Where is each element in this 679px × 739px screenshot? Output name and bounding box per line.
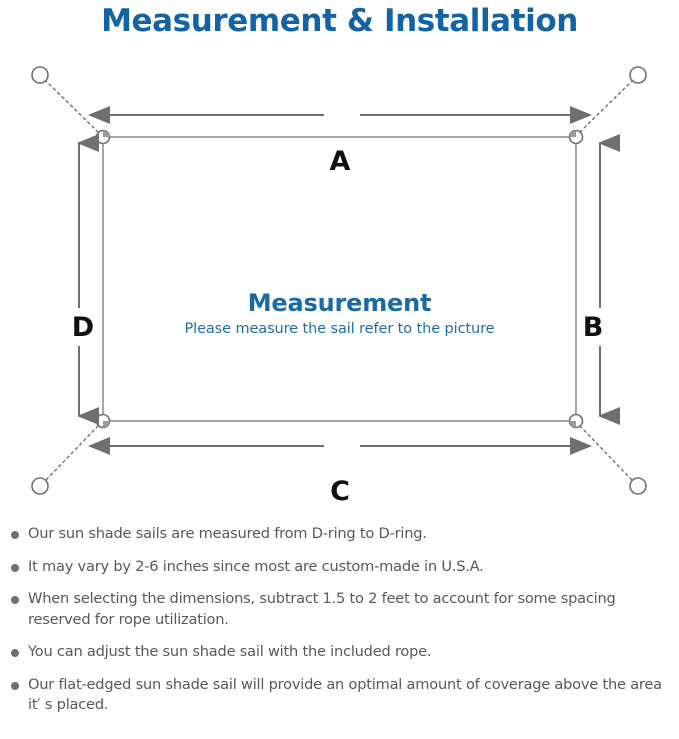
page-title: Measurement & Installation (101, 3, 578, 39)
d-ring-lobe-bottom-right (569, 421, 576, 428)
rope-line-top-right (579, 80, 633, 133)
list-item: When selecting the dimensions, subtract … (0, 589, 679, 630)
rope-line-bottom-left (45, 425, 99, 481)
list-item: Our flat-edged sun shade sail will provi… (0, 675, 679, 716)
bullet-icon (11, 649, 19, 657)
d-ring-lobe-bottom-left (103, 421, 110, 428)
note-text: When selecting the dimensions, subtract … (28, 590, 616, 628)
anchor-point-bottom-right (629, 477, 647, 495)
list-item: It may vary by 2-6 inches since most are… (0, 557, 679, 578)
bullet-icon (11, 596, 19, 604)
note-text: Our sun shade sails are measured from D-… (28, 525, 427, 542)
d-ring-lobe-top-left (103, 130, 110, 137)
anchor-point-bottom-left (31, 477, 49, 495)
note-text: It may vary by 2-6 inches since most are… (28, 557, 484, 575)
shade-sail-measurement-diagram: Measurement Please measure the sail refe… (0, 50, 679, 520)
bullet-icon (11, 563, 19, 572)
diagram-canvas (31, 66, 647, 495)
dimension-arrows (77, 106, 620, 455)
sail-body (102, 136, 577, 422)
note-text: You can adjust the sun shade sail with t… (28, 643, 432, 660)
bullet-icon (11, 531, 19, 539)
bullet-icon (11, 681, 19, 690)
anchor-points (31, 66, 647, 495)
rope-line-top-left (45, 80, 99, 133)
anchor-point-top-right (629, 66, 647, 84)
note-text: Our flat-edged sun shade sail will provi… (28, 675, 662, 714)
notes-list: Our sun shade sails are measured from D-… (0, 524, 679, 728)
d-ring-lobe-top-right (569, 130, 576, 137)
rope-line-bottom-right (579, 425, 633, 481)
list-item: Our sun shade sails are measured from D-… (0, 524, 679, 545)
d-ring-lobes (103, 130, 576, 428)
anchor-point-top-left (31, 66, 49, 84)
list-item: You can adjust the sun shade sail with t… (0, 642, 679, 663)
